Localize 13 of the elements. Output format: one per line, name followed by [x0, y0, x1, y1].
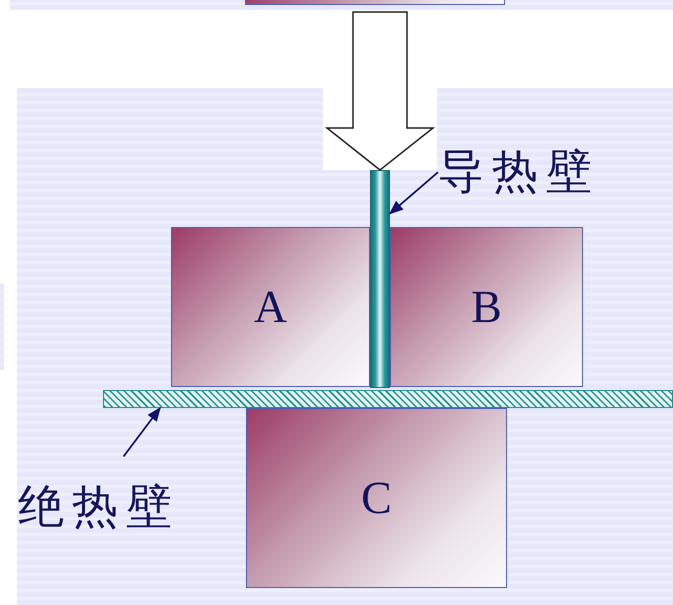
block-letter: B: [471, 284, 502, 330]
leader-line: [122, 406, 161, 457]
body-block: [246, 408, 507, 588]
callout-label: 绝热壁: [18, 475, 210, 537]
body-block: [390, 227, 583, 387]
insulating-wall: [103, 390, 673, 408]
block-letter: C: [361, 475, 392, 521]
conducting-wall: [370, 170, 390, 388]
body-block: [171, 227, 370, 387]
callout-label: 导热壁: [438, 140, 630, 202]
block-letter: A: [254, 284, 288, 330]
leader-line: [388, 172, 439, 215]
hollow-arrow: [324, 11, 436, 171]
